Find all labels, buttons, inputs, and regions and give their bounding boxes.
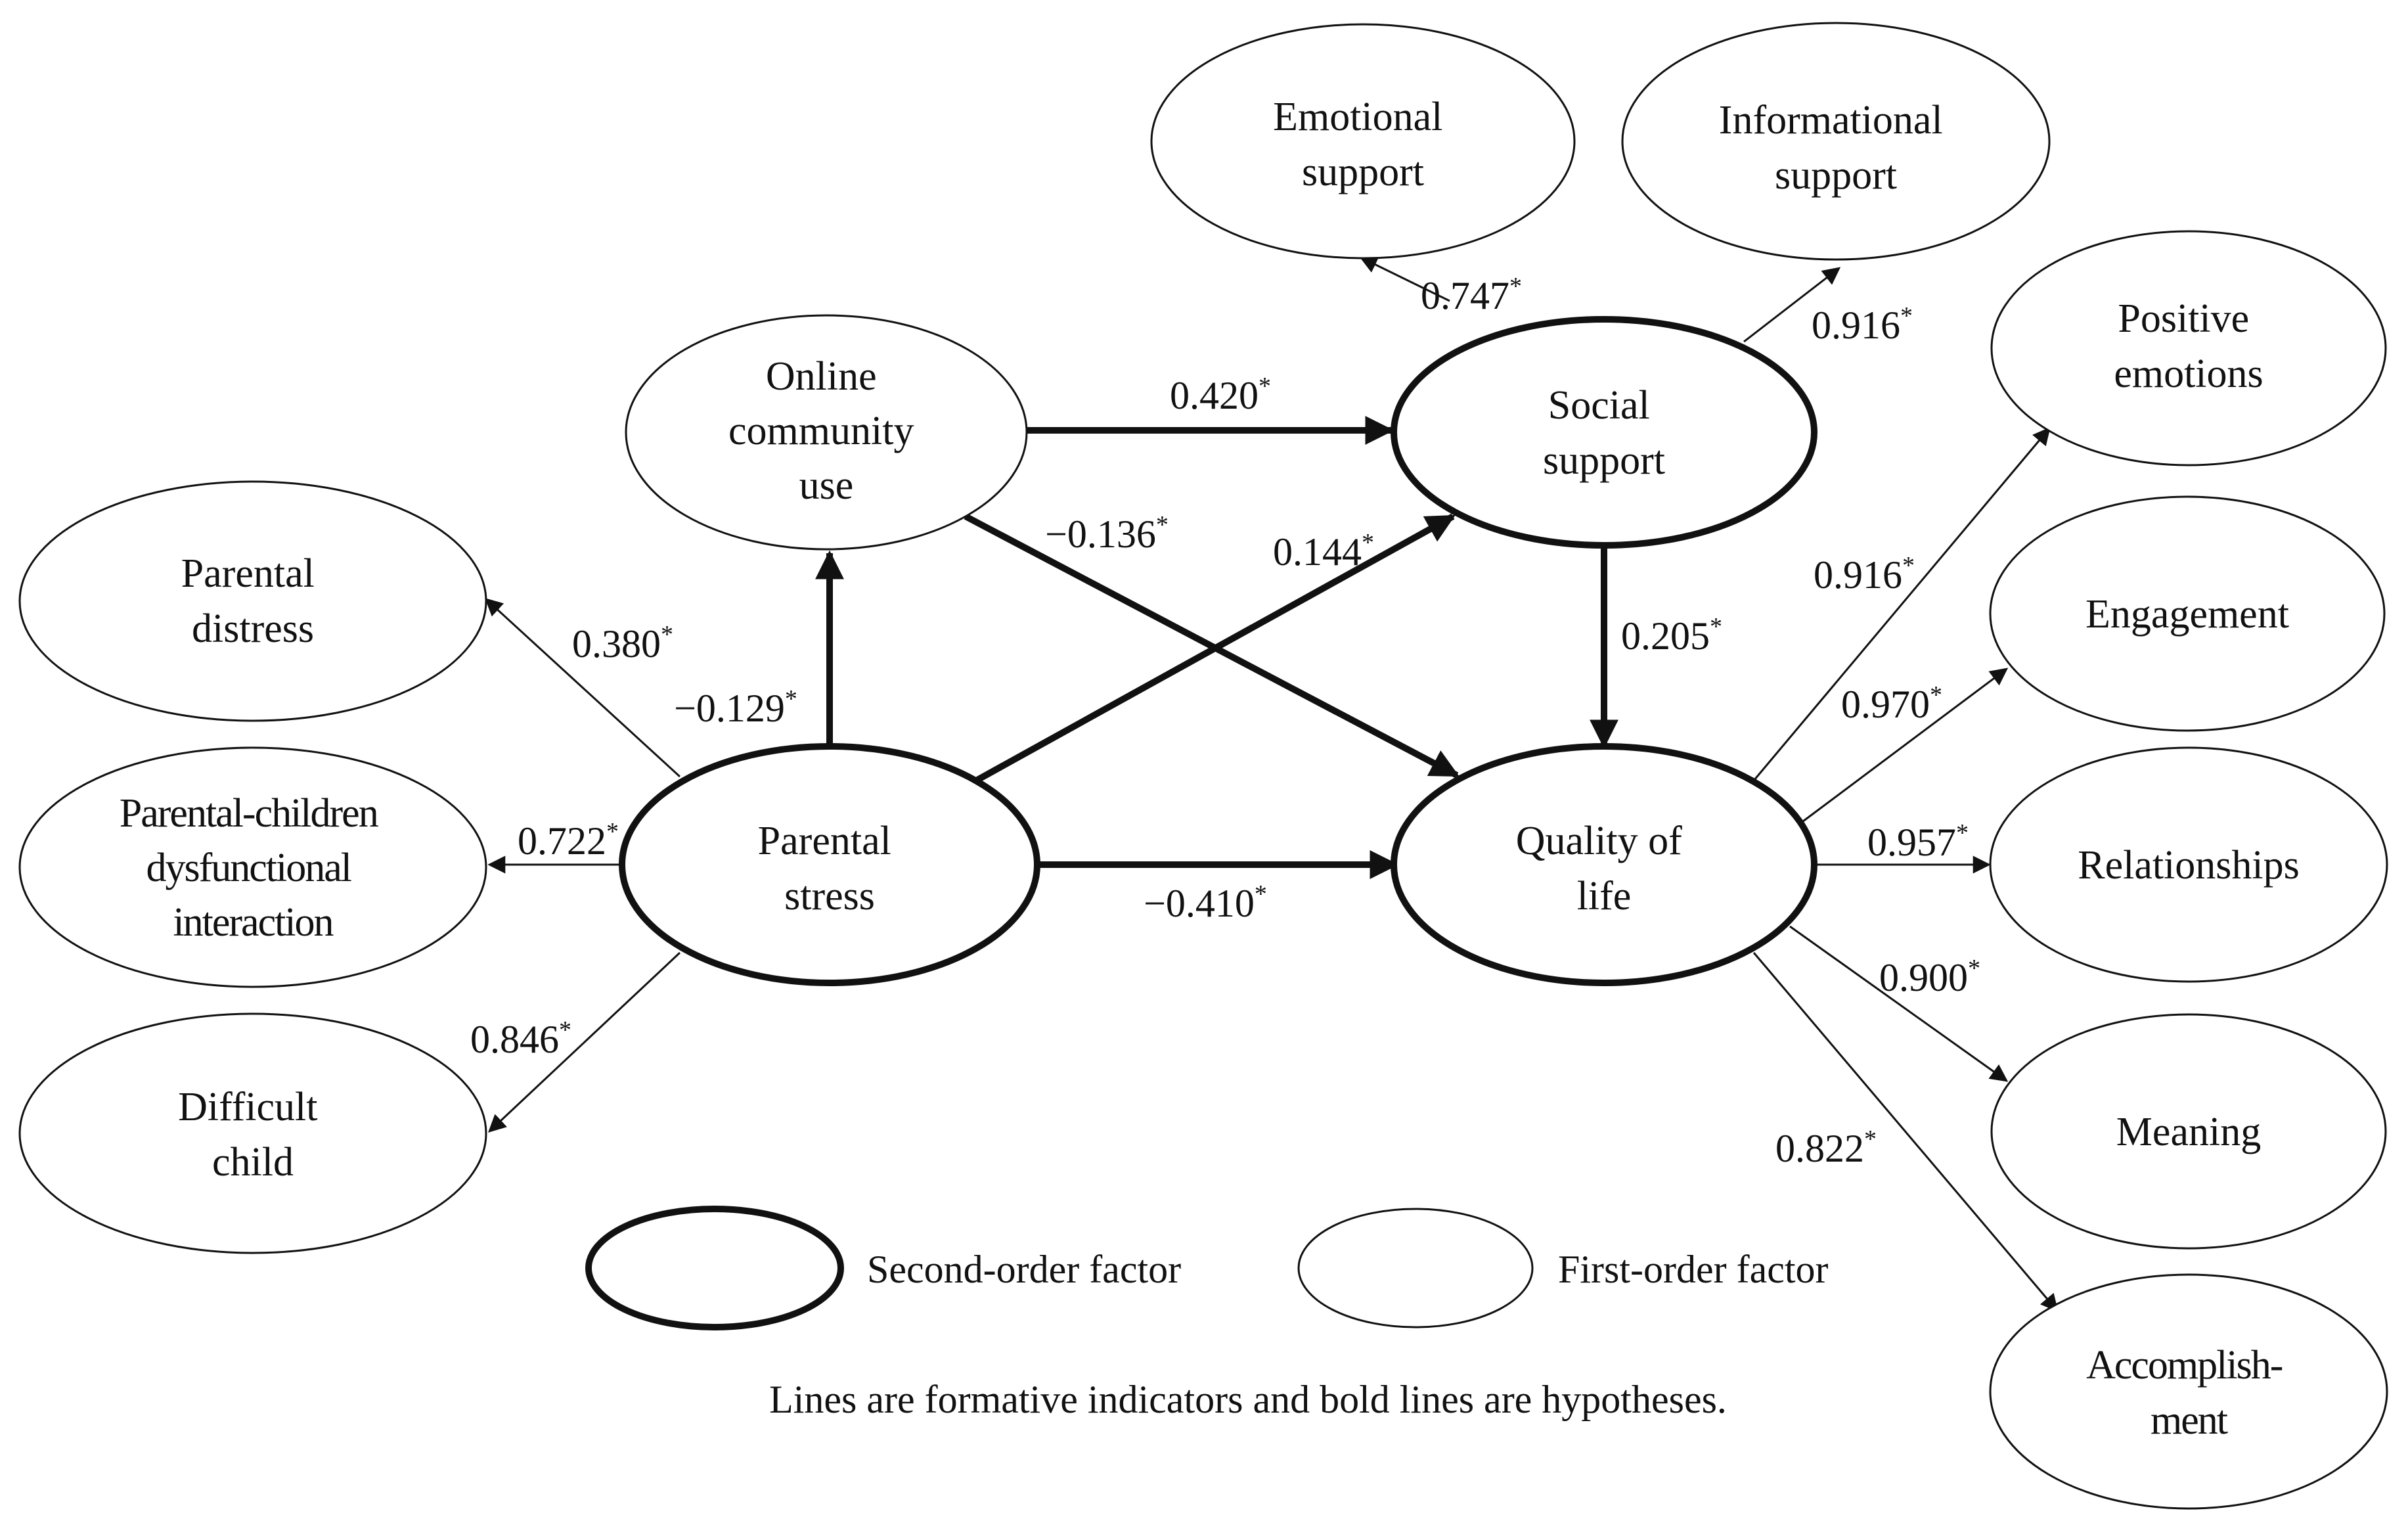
coef-ss-emotional: 0.747*: [1421, 273, 1522, 317]
label-parental-stress: Parental stress: [758, 819, 902, 919]
coef-ps-ss: 0.144*: [1273, 529, 1374, 574]
coef-ps-difficult: 0.846*: [470, 1016, 571, 1061]
nodes: [18, 22, 2388, 1510]
coef-ss-informational: 0.916*: [1812, 302, 1913, 347]
path-quality-of-life-to-engagement: [1802, 668, 2009, 823]
coef-ps-ocu: −0.129*: [674, 685, 797, 730]
path-online-community-use-to-quality-of-life: [964, 513, 1460, 779]
label-emotional-support: Emotional support: [1273, 95, 1453, 194]
legend-second-order-swatch: [585, 1206, 844, 1330]
path-parental-stress-to-difficult-child: [488, 951, 681, 1133]
label-accomplishment: Accomplish- ment: [2086, 1343, 2291, 1443]
path-quality-of-life-to-positive-emotions: [1752, 426, 2051, 781]
label-parent-child-interaction: Parental-children dysfunctional interact…: [120, 791, 386, 945]
path-parental-stress-to-social-support: [975, 513, 1456, 783]
node-positive-emotions: [1990, 230, 2387, 466]
node-difficult-child: [18, 1012, 487, 1254]
node-emotional-support: [1150, 23, 1576, 260]
node-labels: Emotional support Informational support …: [120, 95, 2300, 1443]
node-meaning: [1990, 1013, 2387, 1250]
label-informational-support: Informational support: [1719, 98, 1953, 198]
node-informational-support: [1621, 22, 2051, 261]
label-relationships: Relationships: [2078, 843, 2300, 888]
legend: Second-order factor First-order factor: [585, 1206, 1829, 1330]
node-parental-distress: [18, 480, 487, 722]
label-meaning: Meaning: [2116, 1110, 2261, 1154]
coef-ps-interaction: 0.722*: [518, 818, 619, 863]
coef-ps-qol: −0.410*: [1144, 880, 1267, 925]
path-quality-of-life-to-meaning: [1789, 925, 2009, 1082]
path-social-support-to-informational-support: [1743, 267, 1841, 343]
legend-first-order-swatch: [1297, 1208, 1534, 1328]
path-quality-of-life-to-accomplishment: [1752, 952, 2059, 1313]
coef-ss-qol: 0.205*: [1621, 613, 1722, 658]
diagram-caption: Lines are formative indicators and bold …: [769, 1378, 1727, 1421]
coef-ps-distress: 0.380*: [572, 621, 673, 666]
path-parental-stress-to-parental-distress: [485, 598, 681, 778]
coef-qol-relationships: 0.957*: [1867, 819, 1969, 864]
coef-qol-meaning: 0.900*: [1879, 955, 1980, 999]
node-accomplishment: [1989, 1273, 2388, 1510]
legend-first-order-label: First-order factor: [1558, 1248, 1829, 1291]
label-parental-distress: Parental distress: [181, 551, 325, 651]
coefficient-labels: 0.747* 0.916* 0.420* −0.136* 0.144* 0.38…: [470, 273, 1980, 1170]
node-parent-child-interaction: [18, 746, 487, 988]
node-social-support: [1391, 316, 1817, 549]
coef-ocu-qol: −0.136*: [1045, 511, 1169, 556]
label-quality-of-life: Quality of life: [1516, 819, 1693, 919]
node-quality-of-life: [1391, 743, 1817, 986]
label-difficult-child: Difficult child: [178, 1085, 328, 1185]
path-social-support-to-emotional-support: [1359, 256, 1450, 302]
node-engagement: [1989, 495, 2386, 732]
label-online-community-use: Online community use: [728, 354, 924, 508]
paths: [485, 256, 2059, 1313]
label-social-support: Social support: [1543, 383, 1665, 483]
legend-second-order-label: Second-order factor: [867, 1248, 1181, 1291]
node-relationships: [1989, 746, 2388, 983]
node-parental-stress: [619, 743, 1040, 986]
label-engagement: Engagement: [2085, 592, 2289, 637]
node-online-community-use: [625, 314, 1028, 551]
coef-qol-accomplishment: 0.822*: [1775, 1125, 1877, 1170]
label-positive-emotions: Positive emotions: [2114, 296, 2263, 396]
coef-qol-engagement: 0.970*: [1841, 681, 1942, 726]
coef-ocu-ss: 0.420*: [1170, 373, 1271, 417]
coef-qol-positive: 0.916*: [1814, 552, 1915, 597]
